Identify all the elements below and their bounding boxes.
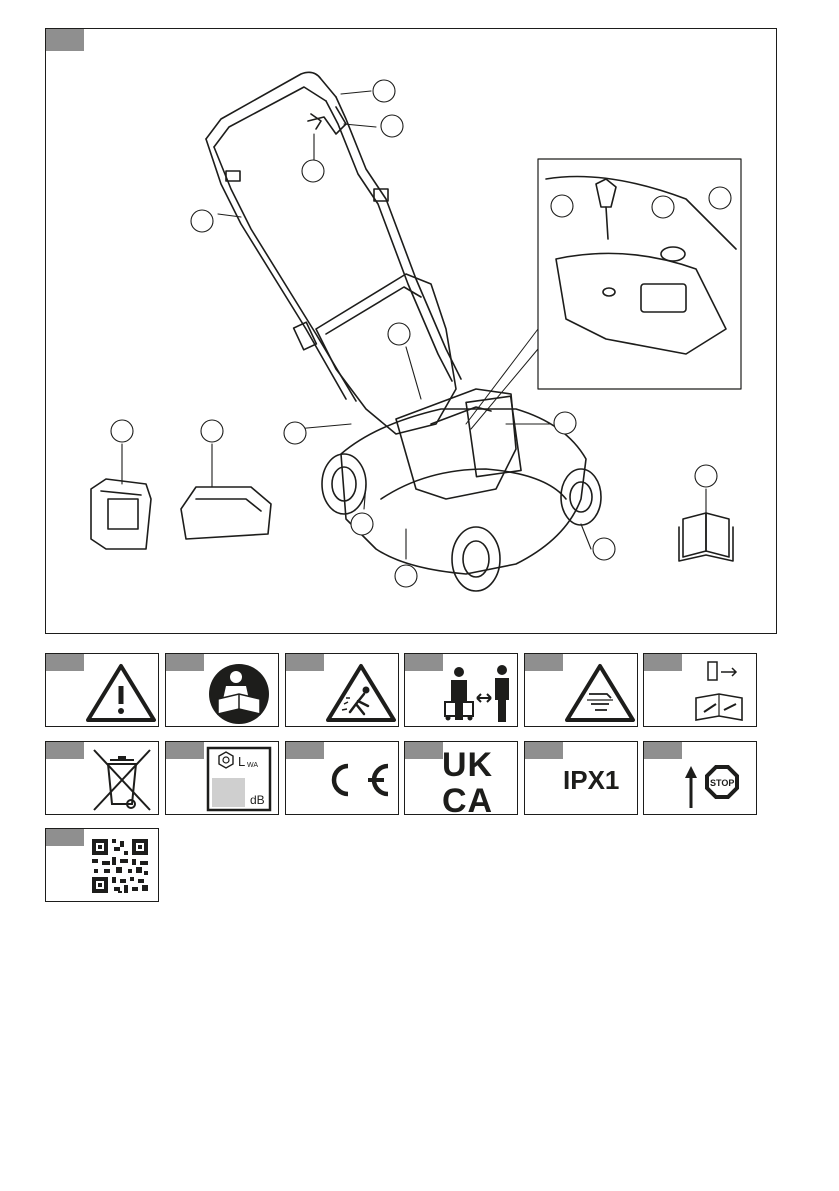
read-manual-icon (166, 654, 280, 728)
main-figure (45, 28, 777, 634)
symbol-tile-ipx1: IPX1 (524, 741, 638, 815)
handle-drawing (206, 72, 461, 401)
callout-circle (351, 513, 373, 535)
qr-code-icon (46, 829, 160, 903)
callout-circle (191, 210, 213, 232)
battery-drawing (91, 479, 151, 549)
charger-drawing (181, 487, 271, 539)
stop-arrow-icon: STOP (644, 742, 758, 816)
manual-book-drawing (679, 513, 733, 561)
ukca-bottom-text: CA (442, 782, 493, 816)
callout-circle (551, 195, 573, 217)
callout-circle (593, 538, 615, 560)
callout-circle (395, 565, 417, 587)
callout-circle (388, 323, 410, 345)
callout-circle (709, 187, 731, 209)
callout-circle (373, 80, 395, 102)
db-label: dB (250, 793, 265, 807)
symbol-tile-ukca: UK CA (404, 741, 518, 815)
lawnmower-illustration (46, 29, 778, 635)
symbol-tile-maintenance (643, 653, 757, 727)
callout-circle (554, 412, 576, 434)
sharp-blades-icon (525, 654, 639, 728)
symbol-tile-ce: CE (285, 741, 399, 815)
callout-circle (284, 422, 306, 444)
weee-bin-icon (46, 742, 160, 816)
symbol-tile-thrown-objects (285, 653, 399, 727)
ukca-top-text: UK (442, 746, 493, 784)
symbol-tile-stop: STOP (643, 741, 757, 815)
remove-key-before-maintenance-icon (644, 654, 758, 728)
deck-drawing (341, 389, 586, 574)
lwa-label: L (238, 754, 245, 769)
lwa-subscript: WA (247, 762, 258, 769)
symbol-tile-weee (45, 741, 159, 815)
inset-drawing (546, 177, 736, 355)
ipx1-icon: IPX1 (525, 742, 639, 816)
symbol-tile-qr (45, 828, 159, 902)
ipx1-text: IPX1 (563, 765, 619, 795)
keep-distance-icon (405, 654, 519, 728)
ce-mark-icon: CE (286, 742, 400, 816)
symbol-tile-read-manual (165, 653, 279, 727)
callout-circle (652, 196, 674, 218)
warning-icon (46, 654, 160, 728)
symbol-tile-warning (45, 653, 159, 727)
ukca-mark-icon: UK CA (405, 742, 519, 816)
sound-power-icon: L WA dB (166, 742, 280, 816)
callout-circle (381, 115, 403, 137)
callout-circle (201, 420, 223, 442)
symbol-tile-sound-power: L WA dB (165, 741, 279, 815)
ce-mark-text: CE (286, 742, 288, 743)
thrown-objects-icon (286, 654, 400, 728)
symbol-tile-keep-distance (404, 653, 518, 727)
callout-circle (111, 420, 133, 442)
symbol-tile-sharp-blades (524, 653, 638, 727)
callout-circle (695, 465, 717, 487)
callout-circle (302, 160, 324, 182)
stop-text: STOP (710, 778, 734, 788)
